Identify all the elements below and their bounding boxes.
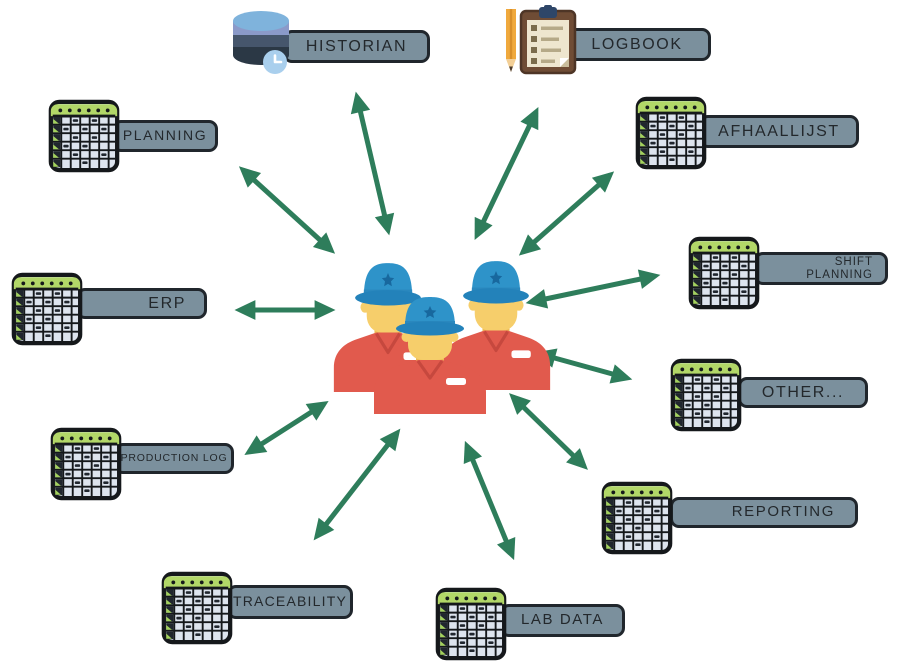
spreadsheet-icon bbox=[635, 96, 707, 170]
workers-icon bbox=[332, 260, 552, 414]
spreadsheet-icon bbox=[48, 99, 120, 173]
reporting-label: REPORTING bbox=[731, 503, 835, 521]
afhaallijst-label: AFHAALLIJST bbox=[718, 122, 840, 140]
spreadsheet-icon bbox=[688, 236, 760, 310]
planning-label: PLANNING bbox=[122, 127, 208, 144]
database-clock-icon bbox=[229, 9, 293, 77]
arrow-planning bbox=[238, 166, 336, 254]
other-label: OTHER... bbox=[761, 383, 845, 401]
erp-label-pill: ERP bbox=[76, 288, 207, 319]
other-label-pill: OTHER... bbox=[738, 377, 868, 408]
planning-label-pill: PLANNING bbox=[112, 120, 218, 152]
reporting-label-pill: REPORTING bbox=[670, 497, 858, 528]
logbook-label-pill: LOGBOOK bbox=[563, 28, 711, 61]
spreadsheet-icon bbox=[601, 481, 673, 555]
clipboard-pencil-icon bbox=[501, 5, 577, 77]
arrow-historian bbox=[350, 91, 395, 236]
traceability-label: TRACEABILITY bbox=[233, 593, 347, 610]
spreadsheet-icon bbox=[50, 427, 122, 501]
spreadsheet-icon bbox=[435, 587, 507, 661]
historian-label: HISTORIAN bbox=[305, 37, 408, 55]
logbook-label: LOGBOOK bbox=[591, 35, 683, 53]
traceability-label-pill: TRACEABILITY bbox=[227, 585, 353, 619]
spreadsheet-icon bbox=[161, 571, 233, 645]
arrow-logbook bbox=[474, 107, 539, 240]
production-log-label-pill: PRODUCTION LOG bbox=[114, 443, 234, 474]
historian-label-pill: HISTORIAN bbox=[283, 30, 430, 63]
shift-planning-label-pill: SHIFT PLANNING bbox=[754, 252, 888, 285]
spreadsheet-icon bbox=[11, 272, 83, 346]
shift-planning-label: SHIFT PLANNING bbox=[806, 255, 873, 281]
lab-data-label-pill: LAB DATA bbox=[500, 604, 625, 637]
erp-label: ERP bbox=[148, 294, 186, 312]
production-log-label: PRODUCTION LOG bbox=[120, 451, 228, 464]
afhaallijst-label-pill: AFHAALLIJST bbox=[699, 115, 859, 148]
lab-data-label: LAB DATA bbox=[520, 611, 605, 629]
spreadsheet-icon bbox=[670, 358, 742, 432]
